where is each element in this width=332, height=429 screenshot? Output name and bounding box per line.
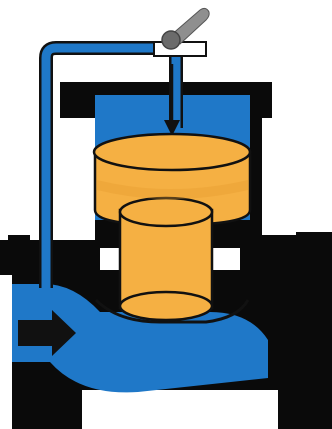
- right-flange: [296, 232, 332, 429]
- piston-upper-top: [94, 134, 250, 170]
- lever-pivot: [162, 31, 180, 49]
- piston-stem-top: [120, 198, 212, 226]
- left-flange: [8, 235, 30, 275]
- piston-stem-bottom: [120, 292, 212, 320]
